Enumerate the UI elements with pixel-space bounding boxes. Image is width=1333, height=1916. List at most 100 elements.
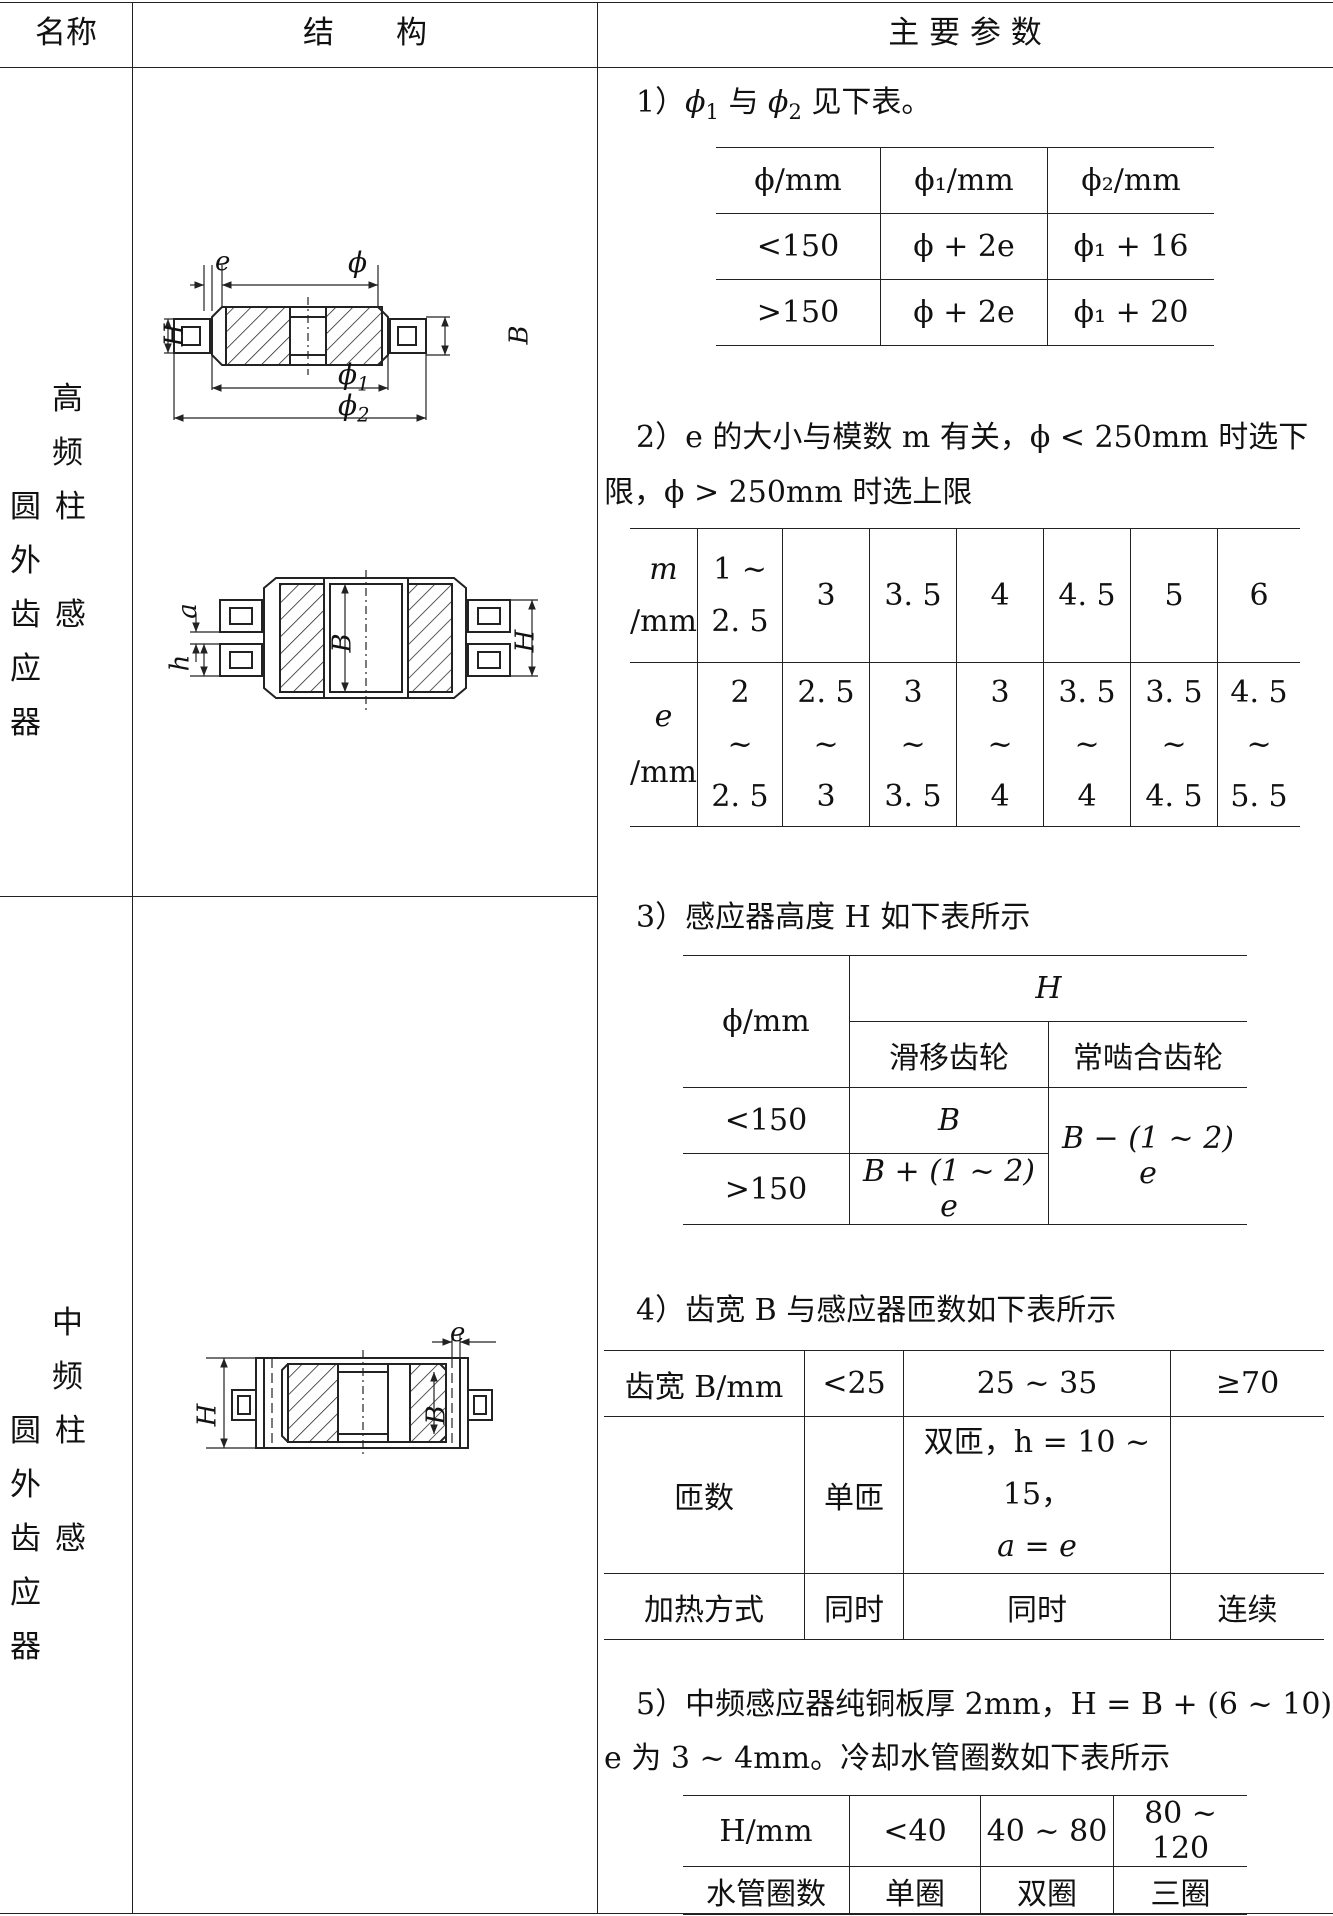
p1-r1c1: <150 [716, 213, 881, 280]
row1-name-line3: 齿 感 应 [10, 597, 88, 687]
p2-e-v5-c: 4 [1077, 778, 1097, 814]
p1-phi2: ϕ [768, 85, 789, 120]
p2-e-v6: 3. 5~4. 5 [1130, 662, 1219, 827]
p2-m-v2: 3 [782, 528, 871, 663]
p3-sub2: 常啮合齿轮 [1048, 1021, 1247, 1088]
fig3-label-H: H [192, 1403, 223, 1427]
p2-m-v5: 4. 5 [1043, 528, 1132, 663]
fig1-label-phi2: ϕ2 [338, 389, 370, 427]
p2-m-label: m/mm [630, 528, 699, 663]
p2-e-v1-a: 2 [730, 674, 750, 710]
p2-e-v5-b: ~ [1074, 726, 1100, 762]
p2-m-v3: 3. 5 [869, 528, 958, 663]
p1-phi1-sub: 1 [705, 100, 719, 124]
p1-r1c3: ϕ₁ + 16 [1047, 213, 1214, 280]
row1-name-line2: 圆 柱 外 [10, 489, 88, 579]
p2-e-v2-b: ~ [813, 726, 839, 762]
p2-table: m/mm 1 ~2. 5 3 3. 5 4 4. 5 5 6 e/mm 2~2.… [630, 528, 1300, 827]
p3-r1c1: <150 [683, 1087, 850, 1154]
fig3-label-e: e [450, 1318, 466, 1348]
p2-m-label-top: m [649, 551, 678, 587]
p1-r2c3: ϕ₁ + 20 [1047, 279, 1214, 346]
fig2-label-a: a [172, 603, 203, 619]
header-structure: 结 构 [303, 15, 427, 51]
p1-text-and: 与 [718, 85, 768, 120]
p2-e-v2-a: 2. 5 [797, 674, 855, 710]
p1-h1: ϕ/mm [716, 147, 881, 214]
p2-e-v2: 2. 5~3 [782, 662, 871, 827]
p2-e-v1-c: 2. 5 [711, 778, 769, 814]
p4-r2c3: 双匝，h = 10 ~ 15， a = e [903, 1416, 1171, 1574]
row2-name: 中 频 圆 柱 外 齿 感 应 器 [10, 1296, 128, 1674]
p2-e-v7-b: ~ [1246, 726, 1272, 762]
p1-r2c2: ϕ + 2e [880, 279, 1048, 346]
p4-r3c1: 加热方式 [604, 1573, 805, 1640]
p4-r2c1: 匝数 [604, 1416, 805, 1574]
p5-r2c4: 三圈 [1113, 1866, 1247, 1915]
p5-table: H/mm <40 40 ~ 80 80 ~ 120 水管圈数 单圈 双圈 三圈 [683, 1795, 1247, 1915]
p2-e-label-top: e [654, 698, 673, 734]
p1-lead: 1） [636, 85, 686, 120]
row2-name-line4: 器 [10, 1629, 43, 1665]
p2-m-v4: 4 [956, 528, 1045, 663]
p1-phi2-sub: 2 [788, 100, 802, 124]
p5-line2: e 为 3 ~ 4mm。冷却水管圈数如下表所示 [604, 1741, 1171, 1776]
p2-e-v3-c: 3. 5 [884, 778, 942, 814]
fig3-label-B: B [421, 1405, 452, 1425]
p2-m-v7: 6 [1217, 528, 1300, 663]
header-bottom [0, 67, 1333, 68]
header-name: 名称 [35, 15, 97, 51]
p4-line: 4）齿宽 B 与感应器匝数如下表所示 [636, 1293, 1117, 1328]
p2-e-v7-c: 5. 5 [1230, 778, 1288, 814]
p3-merged: B − (1 ~ 2) e [1048, 1087, 1247, 1225]
p4-r3c3: 同时 [903, 1573, 1171, 1640]
p1-phi1: ϕ [685, 85, 706, 120]
p4-r2c3-a: 双匝，h = 10 ~ 15， [923, 1425, 1151, 1512]
p5-r2c2: 单圈 [849, 1866, 981, 1915]
fig1-label-phi1: ϕ1 [338, 358, 370, 396]
p2-e-v3-a: 3 [903, 674, 923, 710]
fig1-label-phi1-sub: 1 [357, 372, 370, 396]
fig1-label-H: H [159, 323, 190, 347]
p3-r1c2: B [849, 1087, 1049, 1154]
p5-r2c3: 双圈 [980, 1866, 1114, 1915]
p2-e-v1-b: ~ [727, 726, 753, 762]
p5-r1c2: <40 [849, 1795, 981, 1867]
frame-top [0, 2, 1333, 3]
fig2-label-B: B [327, 633, 358, 653]
p1-table: ϕ/mm ϕ₁/mm ϕ₂/mm <150 ϕ + 2e ϕ₁ + 16 >15… [716, 147, 1214, 346]
p2-e-v4: 3~4 [956, 662, 1045, 827]
p3-table: ϕ/mm H 滑移齿轮 常啮合齿轮 <150 B B − (1 ~ 2) e >… [683, 955, 1247, 1225]
row1-name-line4: 器 [10, 705, 43, 741]
fig1-label-B: B [504, 325, 535, 345]
p1-r2c1: >150 [716, 279, 881, 346]
row-divider [0, 896, 598, 897]
p5-r1c1: H/mm [683, 1795, 850, 1867]
p1-h3: ϕ₂/mm [1047, 147, 1214, 214]
fig2-label-h: h [165, 654, 196, 672]
fig3-inductor-drawing [206, 1334, 496, 1456]
p2-line1: 2）e 的大小与模数 m 有关，ϕ < 250mm 时选下 [636, 420, 1309, 455]
p2-e-v4-b: ~ [987, 726, 1013, 762]
p3-line: 3）感应器高度 H 如下表所示 [636, 900, 1031, 935]
p2-e-v6-a: 3. 5 [1145, 674, 1203, 710]
p2-e-v7-a: 4. 5 [1230, 674, 1288, 710]
p5-r1c3: 40 ~ 80 [980, 1795, 1114, 1867]
p2-m-v1-b: 2. 5 [711, 603, 769, 639]
p4-r1c2: <25 [804, 1350, 904, 1417]
frame-bottom [0, 1913, 1333, 1914]
row1-name-line1: 高 频 [52, 381, 85, 471]
p2-e-v6-c: 4. 5 [1145, 778, 1203, 814]
row2-name-line3: 齿 感 应 [10, 1521, 88, 1611]
p4-r2c3-b: a = e [997, 1529, 1077, 1564]
p4-table: 齿宽 B/mm <25 25 ~ 35 ≥70 匝数 单匝 双匝，h = 10 … [604, 1350, 1324, 1640]
p2-e-v7: 4. 5 ~5. 5 [1217, 662, 1300, 827]
p5-r2c1: 水管圈数 [683, 1866, 850, 1915]
p1-r1c2: ϕ + 2e [880, 213, 1048, 280]
row2-name-line1: 中 频 [52, 1305, 85, 1395]
p2-e-label-unit: /mm [630, 754, 698, 790]
fig1-label-e: e [215, 247, 231, 277]
p4-r3c2: 同时 [804, 1573, 904, 1640]
fig1-label-phi: ϕ [348, 246, 368, 279]
header-params: 主 要 参 数 [888, 15, 1042, 51]
